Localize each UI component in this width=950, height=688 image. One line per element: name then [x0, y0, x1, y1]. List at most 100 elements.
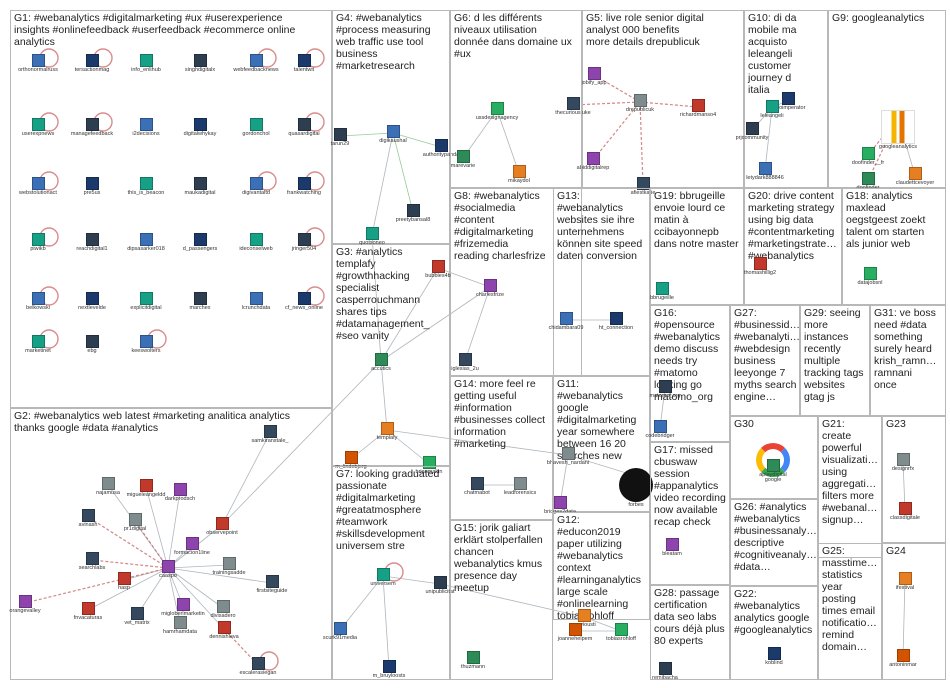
node-searchlabs[interactable]: searchlabs [57, 552, 127, 572]
node-claudettcevoyer[interactable]: claudettcevoyer [880, 167, 950, 187]
node-webfeedbacknews[interactable]: webfeedbacknews [221, 54, 291, 74]
node-designrfx[interactable]: designrfx [868, 453, 938, 473]
node-fnvacaturas[interactable]: fnvacaturas [53, 602, 123, 622]
node-aplaydigital[interactable]: aplaydigital [738, 459, 808, 479]
node-joannehelpem[interactable]: joannehelpem [540, 623, 610, 643]
node-firstsiteguide[interactable]: firstsiteguide [237, 575, 307, 595]
node-templafy[interactable]: templafy [352, 422, 422, 442]
node-migloberlmarketin[interactable]: migloberlmarketin [148, 598, 218, 618]
node-maukadigital[interactable]: maukadigital [165, 177, 235, 197]
node-googleanalytics[interactable]: googleanalytics [863, 110, 933, 151]
node-brianmakin[interactable]: brianmakin [394, 456, 464, 476]
node-bleatam[interactable]: bleatam [637, 538, 707, 558]
node-gordonchol[interactable]: gordonchol [221, 118, 291, 138]
node-userexpnews[interactable]: userexpnews [3, 118, 73, 138]
node-leleangeli[interactable]: leleangeli [737, 100, 807, 120]
node-drepublicuk[interactable]: drepublicuk [605, 94, 675, 114]
node-datajobsnl[interactable]: datajobsnl [835, 267, 905, 287]
node-marevarie[interactable]: marevarie [428, 150, 498, 170]
node-iglesias-2u[interactable]: iglesias_2u [430, 353, 500, 373]
node-authoritypanda[interactable]: authoritypanda [406, 139, 476, 159]
node-antoninmar[interactable]: antoninmar [868, 649, 938, 669]
node-caaspo[interactable]: caaspo [133, 560, 203, 580]
node-bhavesh-nardani[interactable]: bhavesh_nardani [533, 447, 603, 467]
node-chidambara09[interactable]: chidambara09 [531, 312, 601, 332]
node-observepoint[interactable]: observepoint [187, 517, 257, 537]
node-quasardigital[interactable]: quasardigital [269, 118, 339, 138]
node-tarun29[interactable]: tarun29 [305, 128, 375, 148]
node-matomo-org[interactable]: matomo_org [630, 380, 700, 400]
node-i2decisions[interactable]: i2decisions [111, 118, 181, 138]
node-explicitdigital[interactable]: explicitdigital [111, 292, 181, 312]
node-webstolutionact[interactable]: webstolutionact [3, 177, 73, 197]
node-vet-matrix[interactable]: vet_matrix [102, 607, 172, 627]
node-escalerasiegan[interactable]: escalerasiegan [223, 657, 293, 677]
node-chatmabot[interactable]: chatmabot [442, 477, 512, 497]
node-bubbles4b[interactable]: bubbles4b [403, 260, 473, 280]
node-ifestival[interactable]: ifestival [870, 572, 940, 592]
node-hasp[interactable]: hasp [89, 572, 159, 592]
node-migueleangeldd[interactable]: migueleangeldd [111, 479, 181, 499]
node-scurk91media[interactable]: scurk91media [305, 622, 375, 642]
node-mikaydol[interactable]: mikaydol [484, 165, 554, 185]
node-d-passengers[interactable]: d_passengers [165, 233, 235, 253]
node-formacion1line[interactable]: formacion1line [157, 537, 227, 557]
node-darkprodsch[interactable]: darkprodsch [145, 483, 215, 503]
node-najamusa[interactable]: najamusa [73, 477, 143, 497]
node-quotsoneo[interactable]: quotsoneo [337, 227, 407, 247]
node-thuzmann[interactable]: thuzmann [438, 651, 508, 671]
node-charlesfrize[interactable]: charlesfrize [455, 279, 525, 299]
node-managefeedback[interactable]: managefeedback [57, 118, 127, 138]
node-tobiasrohloff[interactable]: tobiasrohloff [586, 623, 656, 643]
node-ideconselweb[interactable]: ideconselweb [221, 233, 291, 253]
node-indioimperator[interactable]: indioimperator [753, 92, 823, 112]
node-m-lindebjerg[interactable]: m_lindebjerg [316, 451, 386, 471]
node-bbrugeille[interactable]: bbrugeille [627, 282, 697, 302]
node-trainingsadde[interactable]: trainingsadde [194, 557, 264, 577]
node-abiddigitalrep[interactable]: abiddigitalrep [558, 152, 628, 172]
node-classdigitale[interactable]: classdigitale [870, 502, 940, 522]
node-info-enlihub[interactable]: info_enlihub [111, 54, 181, 74]
node-dipsasarker018[interactable]: dipsasarker018 [111, 233, 181, 253]
node-frankwatching[interactable]: frankwatching [269, 177, 339, 197]
node-hamrhamdata[interactable]: hamrhamdata [145, 616, 215, 636]
node-letydark888846[interactable]: letydark888846 [730, 162, 800, 182]
node-forbes[interactable]: forbes [601, 468, 671, 509]
node-koblind[interactable]: koblind [739, 647, 809, 667]
node-pr1digital[interactable]: pr1digital [100, 513, 170, 533]
node-avinash[interactable]: avinash [53, 509, 123, 529]
node-lcrunchdata[interactable]: lcrunchdata [221, 292, 291, 312]
node-digikaushal[interactable]: digikaushal [358, 125, 428, 145]
node-universem[interactable]: universem [348, 568, 418, 588]
node-thecuriousluke[interactable]: thecuriousluke [538, 97, 608, 117]
node-marchex[interactable]: marchex [165, 292, 235, 312]
node-doofinder-fr[interactable]: doofinder__fr [833, 147, 903, 167]
node-leadforensics[interactable]: leadforensics [485, 477, 555, 497]
node-prjcommunity[interactable]: prjcommunity [717, 122, 787, 142]
node-jringer504[interactable]: jringer504 [269, 233, 339, 253]
node-divisadero[interactable]: divisadero [188, 600, 258, 620]
node-preetybansal8[interactable]: preetybansal8 [378, 204, 448, 224]
node-nextlevelde[interactable]: nextlevelde [57, 292, 127, 312]
node-codebridger[interactable]: codebridger [625, 420, 695, 440]
node-samkiranstale-[interactable]: samkiranstale_ [235, 425, 305, 445]
node-jobify-app[interactable]: jobify_app [559, 67, 629, 87]
node-dennishleva[interactable]: dennishleva [189, 621, 259, 641]
node-m-bruyloosts[interactable]: m_bruyloosts [354, 660, 424, 680]
node-ussdesignagency[interactable]: ussdesignagency [462, 102, 532, 122]
node-singhdigitalx[interactable]: singhdigitalx [165, 54, 235, 74]
node-previousti[interactable]: previousti [549, 609, 619, 629]
node-reachdigital1[interactable]: reachdigital1 [57, 233, 127, 253]
node-digitalwhykay[interactable]: digitalwhykay [165, 118, 235, 138]
node-ht-connection[interactable]: ht_connection [581, 312, 651, 332]
node-orthonormalruss[interactable]: orthonormalruss [3, 54, 73, 74]
node-marketinet[interactable]: marketinet [3, 335, 73, 355]
node-ebg[interactable]: ebg [57, 335, 127, 355]
node-remibacha[interactable]: remibacha [630, 662, 700, 682]
node-pre5us[interactable]: pre5us [57, 177, 127, 197]
node-accutics[interactable]: accutics [346, 353, 416, 373]
node-richardmanso4[interactable]: richardmanso4 [663, 99, 733, 119]
node-piwikb[interactable]: piwikb [3, 233, 73, 253]
node-this-is-beacon[interactable]: this_is_beacon [111, 177, 181, 197]
node-afiestkatie[interactable]: afiestkatie [608, 177, 678, 197]
